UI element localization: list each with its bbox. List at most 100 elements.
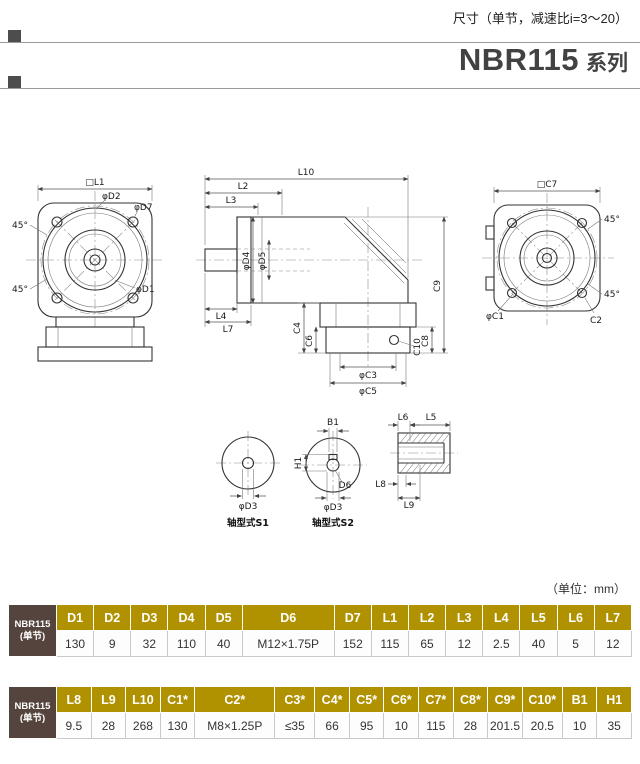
val-D2: 9 [93, 630, 132, 657]
val-C8: 28 [452, 712, 489, 739]
dim-label-c9: C9 [433, 280, 443, 292]
dim-label-angle: 45° [12, 221, 28, 231]
val-D6: M12×1.75P [241, 630, 335, 657]
val-L4: 2.5 [482, 630, 521, 657]
col-L8: L8 [56, 686, 92, 713]
val-D3: 32 [130, 630, 169, 657]
dim-label-h1: H1 [294, 457, 304, 470]
dim-label-d2: φD2 [102, 192, 121, 202]
val-D7: 152 [333, 630, 372, 657]
val-L3: 12 [445, 630, 484, 657]
val-B1: 10 [561, 712, 598, 739]
val-C9: 201.5 [487, 712, 523, 739]
series-corner-cell: NBR115 (单节) [8, 686, 57, 739]
dimensions-table-2: NBR115 (单节) L8 L9 L10 C1* C2* C3* C4* C5… [8, 686, 632, 739]
divider-top [0, 30, 640, 44]
dim-label-l9: L9 [404, 501, 415, 511]
col-D3: D3 [130, 604, 169, 631]
series-suffix: 系列 [586, 52, 628, 75]
series-corner-name: NBR115 [14, 618, 51, 630]
dim-label-c2: C2 [590, 316, 602, 326]
corner-square-icon [8, 30, 21, 43]
size-note: 尺寸（单节，减速比i=3～20） [452, 11, 628, 26]
dim-label-c1: φC1 [486, 312, 504, 322]
col-D6: D6 [241, 604, 335, 631]
col-C5: C5* [348, 686, 385, 713]
col-C10: C10* [521, 686, 563, 713]
val-C3: ≤35 [274, 712, 316, 739]
series-corner-sub: (单节) [19, 712, 46, 724]
col-C4: C4* [314, 686, 350, 713]
dim-label-c10: C10 [413, 338, 423, 356]
dim-label-l1: □L1 [85, 178, 104, 188]
series-corner-cell: NBR115 (单节) [8, 604, 57, 657]
col-L2: L2 [407, 604, 447, 631]
col-L5: L5 [519, 604, 558, 631]
col-C9: C9* [487, 686, 523, 713]
shaft-detail: L6 L5 L8 L9 [375, 413, 458, 511]
dim-label-d3: φD3 [239, 502, 258, 512]
keyway [328, 453, 338, 461]
dim-label-c7: □C7 [537, 180, 558, 190]
series-name: NBR115 [458, 42, 579, 77]
val-L8: 9.5 [56, 712, 92, 739]
dim-label-d4: φD4 [242, 251, 252, 270]
val-L9: 28 [90, 712, 127, 739]
rear-flange-square [493, 204, 601, 312]
col-H1: H1 [596, 686, 632, 713]
col-L6: L6 [556, 604, 595, 631]
col-D2: D2 [93, 604, 132, 631]
val-C10: 20.5 [521, 712, 563, 739]
corner-square-icon [8, 76, 21, 89]
col-L7: L7 [593, 604, 633, 631]
val-C6: 10 [383, 712, 420, 739]
rear-view: □C7 45° 45° φC1 C2 [482, 180, 620, 326]
val-L6: 5 [556, 630, 595, 657]
dim-label-angle: 45° [604, 215, 620, 225]
col-B1: B1 [561, 686, 598, 713]
dim-label-d6: D6 [339, 481, 352, 491]
col-L3: L3 [445, 604, 484, 631]
shaft-type-s2: B1 H1 D6 φD3 轴型式S2 [294, 418, 367, 529]
dim-label-d7: φD7 [134, 203, 153, 213]
dimensions-table-1: NBR115 (单节) D1 D2 D3 D4 D5 D6 D7 L1 L2 L… [8, 604, 633, 657]
divider-line [0, 42, 640, 43]
val-L1: 115 [370, 630, 409, 657]
val-C2: M8×1.25P [194, 712, 276, 739]
dim-label-l10: L10 [298, 168, 315, 178]
dim-label-b1: B1 [327, 418, 339, 428]
dim-label-c8: C8 [421, 335, 431, 347]
dim-label-c4: C4 [293, 322, 303, 334]
val-D4: 110 [167, 630, 206, 657]
col-D1: D1 [55, 604, 95, 631]
dim-label-c5: φC5 [359, 387, 377, 397]
col-D5: D5 [204, 604, 243, 631]
val-D1: 130 [55, 630, 95, 657]
val-L5: 40 [519, 630, 558, 657]
page-title: NBR115 系列 [459, 42, 628, 78]
val-L2: 65 [407, 630, 447, 657]
unit-note: （单位：mm） [546, 582, 626, 596]
dim-label-d3: φD3 [324, 503, 343, 513]
divider-line [0, 88, 640, 89]
col-C1: C1* [159, 686, 196, 713]
col-D7: D7 [333, 604, 372, 631]
dim-label-l5: L5 [426, 413, 437, 423]
front-view: □L1 φD2 φD7 φD1 45° 45° [12, 178, 164, 362]
shaft-type-s2-label: 轴型式S2 [312, 517, 354, 529]
dim-label-d1: φD1 [136, 285, 155, 295]
dim-label-d5: φD5 [258, 252, 268, 271]
col-C3: C3* [274, 686, 316, 713]
col-L4: L4 [482, 604, 521, 631]
val-L10: 268 [125, 712, 161, 739]
dim-label-c6: C6 [305, 335, 315, 347]
dim-label-l3: L3 [226, 196, 237, 206]
val-H1: 35 [596, 712, 632, 739]
val-C5: 95 [348, 712, 385, 739]
col-L9: L9 [90, 686, 127, 713]
val-C7: 115 [418, 712, 454, 739]
shaft-type-s1-label: 轴型式S1 [227, 517, 269, 529]
col-L1: L1 [370, 604, 409, 631]
series-corner-sub: (单节) [19, 630, 46, 642]
